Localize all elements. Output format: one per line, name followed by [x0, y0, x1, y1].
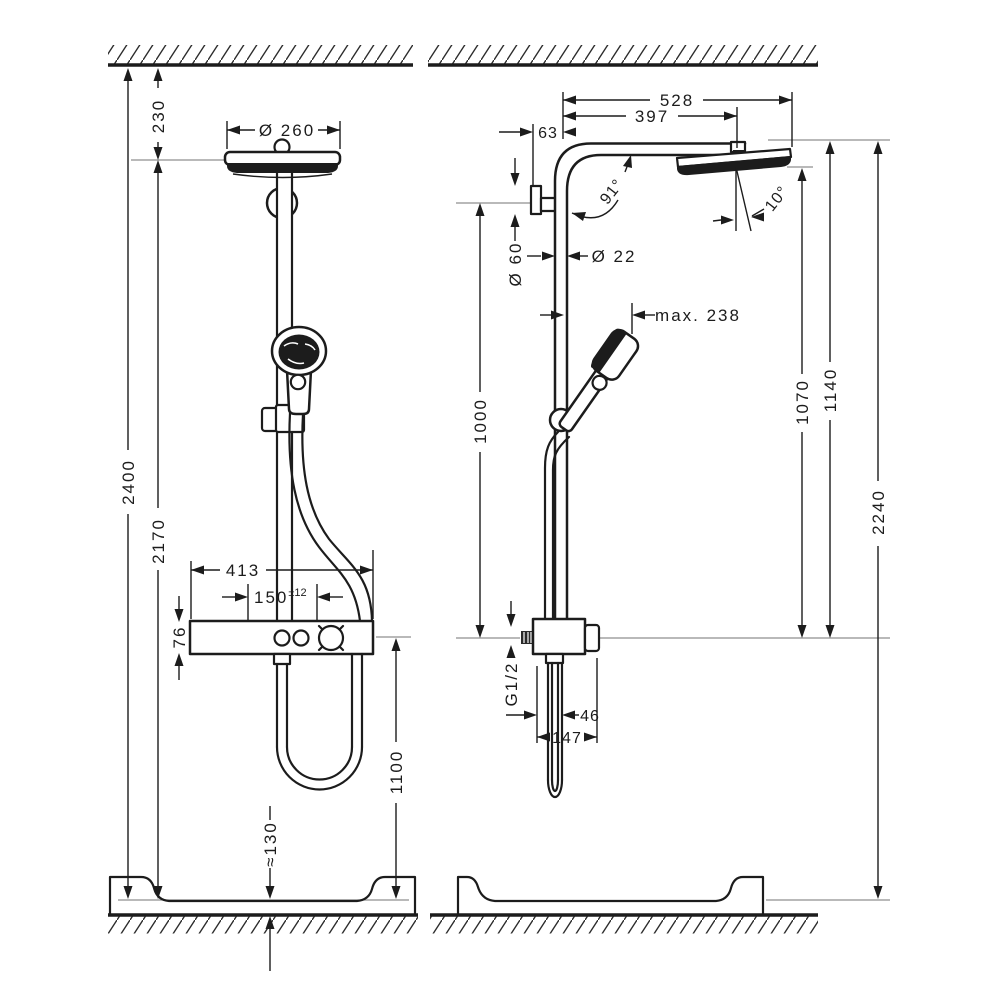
dim-connection-thread: G1/2: [502, 601, 521, 706]
dim-147-label: 147: [552, 730, 582, 747]
dim-230-label: 230: [149, 99, 168, 133]
dim-260-label: Ø 260: [259, 121, 315, 140]
handshower-face-side: [590, 328, 627, 373]
dim-91deg-label: 91°: [597, 176, 627, 208]
dim-hose-loop-height: 1100: [387, 638, 406, 899]
wall-bracket-plate-side: [529, 184, 543, 216]
dim-tablet-height: 76: [170, 596, 189, 680]
dim-head-bottom-height: 1070: [793, 168, 812, 638]
dim-150-label: 150±12: [254, 587, 307, 607]
dim-397-label: 397: [635, 107, 669, 126]
dim-10deg-label: 10°: [762, 183, 792, 215]
thermostat-dial-side: [583, 623, 601, 653]
dim-arm-reach-center: 397: [563, 107, 738, 148]
dim-riser-angle: 91°: [571, 155, 632, 221]
overhead-shower-face-front: [227, 163, 338, 173]
dim-g12-label: G1/2: [502, 662, 521, 707]
floor-hatch: [108, 913, 818, 934]
dim-130-label: ≈130: [261, 821, 280, 867]
side-view: 528 397 63 91°: [456, 91, 890, 917]
shower-hose-front: [288, 411, 362, 623]
bath-tub-side: [456, 875, 765, 917]
dim-60-label: Ø 60: [506, 242, 525, 287]
select-button-1: [273, 629, 291, 647]
dim-76-label: 76: [170, 626, 189, 649]
dim-tablet-width: 413: [190, 550, 374, 619]
dim-head-tilt: 10°: [712, 166, 792, 232]
dim-max238-label: max. 238: [655, 306, 741, 325]
dim-total-height-front: 2400: [119, 68, 138, 899]
dim-head-top-height: 2170: [149, 173, 168, 899]
handshower-head-side: [591, 328, 640, 381]
select-button-2: [292, 629, 310, 647]
dim-2400-label: 2400: [119, 459, 138, 505]
dim-1140-label: 1140: [821, 368, 840, 413]
hose-outlet-side: [544, 652, 565, 665]
dim-1070-label: 1070: [793, 379, 812, 425]
dim-connection-spacing: 150±12: [222, 584, 343, 620]
dim-1100-label: 1100: [387, 750, 406, 795]
shower-hose-side: [543, 430, 560, 622]
dim-46-label: 46: [580, 708, 600, 725]
dim-arm-top-height: 1140: [821, 141, 840, 638]
handshower-button-side: [591, 374, 608, 391]
dim-528-label: 528: [660, 91, 694, 110]
dim-2240-label: 2240: [869, 489, 888, 535]
riser-pipe-front-fill: [276, 166, 292, 622]
dim-2170-label: 2170: [149, 518, 168, 564]
handshower-side: [558, 328, 640, 433]
ceiling-hatch: [108, 45, 818, 67]
bath-tub-front: [108, 875, 417, 917]
thermostat-body-side: [531, 617, 587, 656]
riser-pipe-side: [553, 142, 747, 624]
temperature-dial-grips: [317, 624, 345, 652]
thermostat-tablet: [188, 619, 375, 656]
temperature-dial: [317, 624, 345, 652]
dim-riser-diameter: Ø 22: [527, 247, 637, 266]
front-view: 2400 230 2170 Ø 260: [108, 68, 417, 971]
dim-ceiling-offset: 230: [149, 68, 168, 173]
handshower-button-front: [289, 373, 307, 391]
dim-wall-offset: 63: [499, 124, 576, 185]
overhead-shower-face-side: [677, 156, 791, 176]
dim-holder-height: 1000: [471, 203, 490, 638]
dim-arm-reach-total: 528: [562, 91, 793, 147]
dim-thermostat-depth: 147: [536, 658, 598, 747]
dim-tub-height: ≈130: [261, 806, 280, 971]
dim-hose-offset: 46: [506, 708, 600, 725]
dim-22-label: Ø 22: [592, 247, 637, 266]
dim-head-diameter: Ø 260: [226, 121, 341, 149]
dim-handshower-reach: max. 238: [540, 303, 741, 334]
dim-total-height-side: 2240: [869, 141, 888, 899]
dim-413-label: 413: [226, 561, 260, 580]
dim-escutcheon-diameter: Ø 60: [506, 158, 525, 286]
dim-63-label: 63: [538, 125, 558, 142]
dim-1000-label: 1000: [471, 398, 490, 444]
hose-outlet-front: [272, 652, 292, 666]
